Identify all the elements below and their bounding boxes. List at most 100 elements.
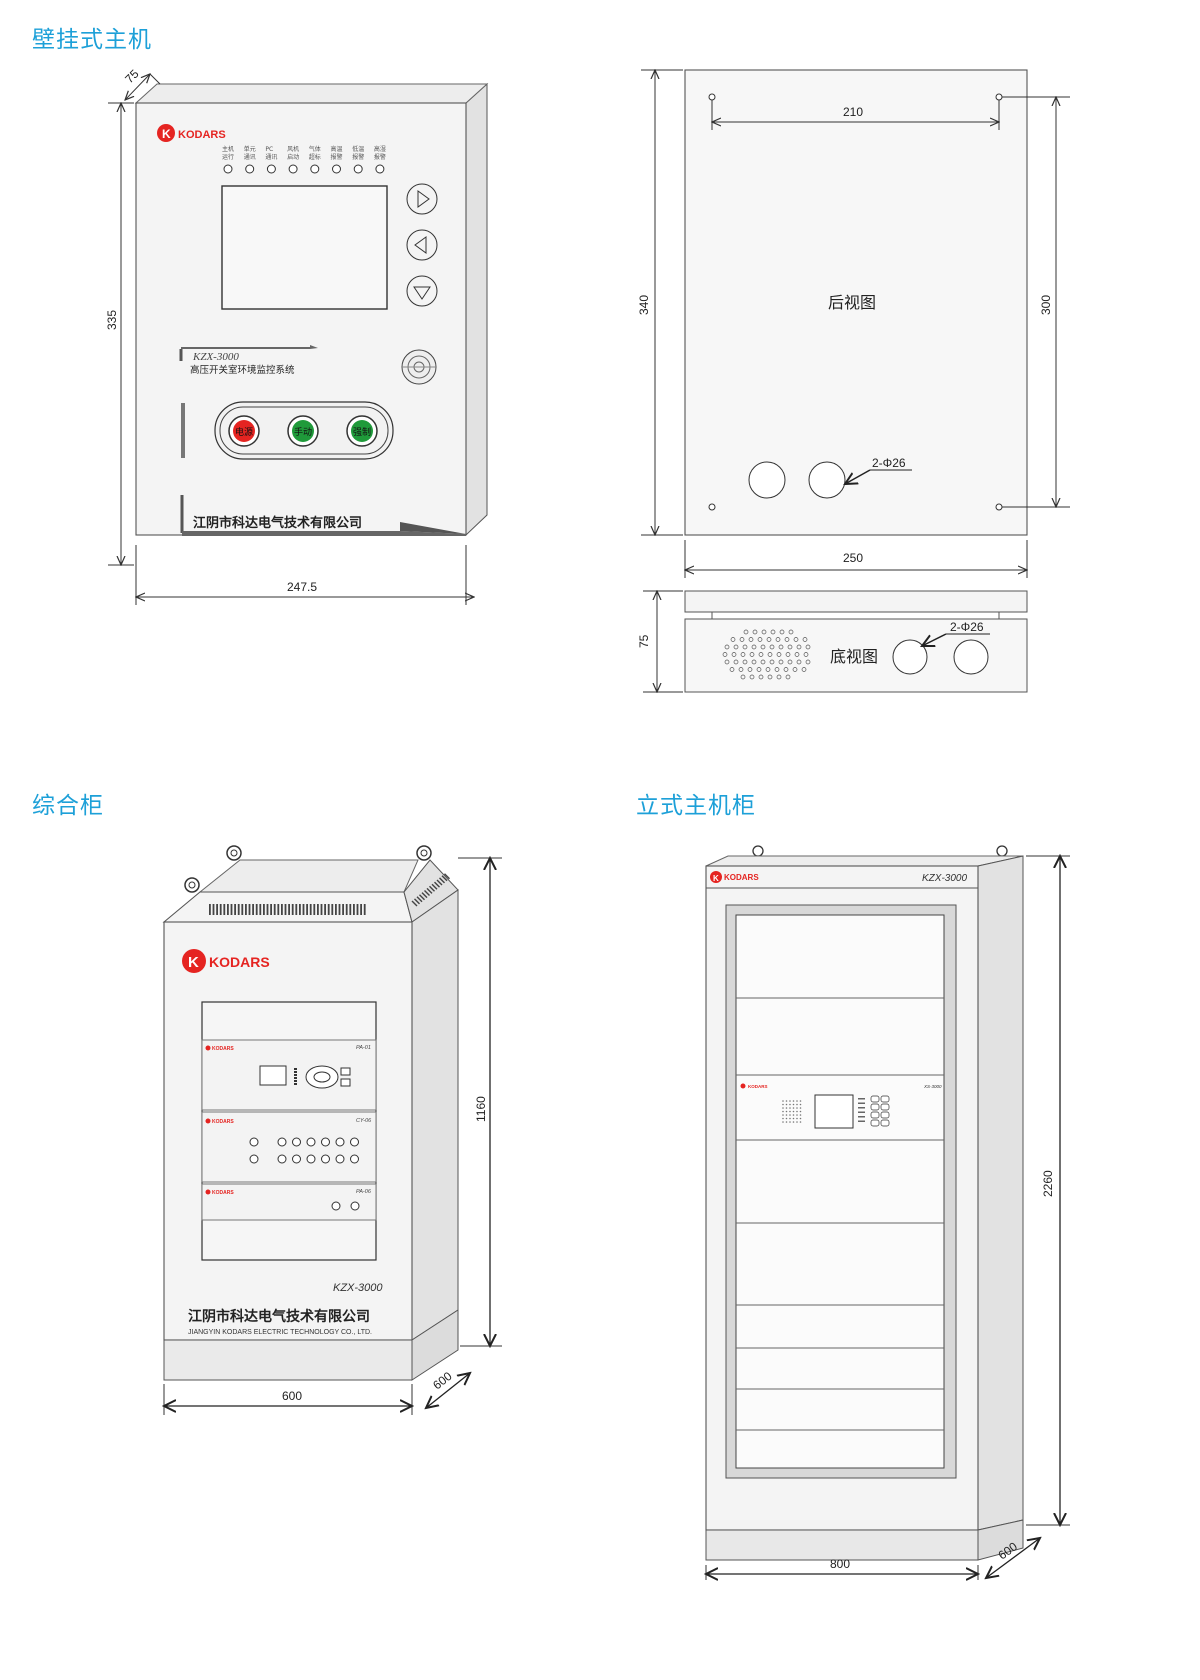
svg-text:K: K <box>162 127 171 141</box>
play-right-icon <box>417 190 430 208</box>
brand-name: KODARS <box>212 1119 234 1125</box>
indicator-led <box>292 1154 301 1164</box>
bottom-holes-label: 2-Φ26 <box>950 620 984 634</box>
led-label: 主机 <box>222 145 234 153</box>
indicator-led <box>321 1137 330 1147</box>
led-label: 报警 <box>352 153 364 161</box>
dim-rear-height: 340 <box>637 295 651 315</box>
module-label: PA-06 <box>356 1189 372 1195</box>
dim-rear-hole-height: 300 <box>1039 295 1053 315</box>
indicator-led <box>306 1137 316 1147</box>
kodars-logo-icon <box>710 871 722 883</box>
module-label: PA-01 <box>356 1045 371 1051</box>
keypad-key[interactable] <box>870 1111 880 1119</box>
indicator-led <box>335 1137 345 1147</box>
kodars-logo-icon <box>182 949 206 973</box>
control-buttons: 电源 手动 强制 <box>228 415 378 447</box>
control-button[interactable] <box>233 420 255 442</box>
cable-hole <box>892 639 928 675</box>
status-led <box>310 164 320 174</box>
control-button[interactable] <box>292 420 314 442</box>
dim-wall-depth: 75 <box>122 67 142 87</box>
left-arrow-button[interactable] <box>406 229 438 261</box>
status-led <box>375 164 385 174</box>
keypad-key[interactable] <box>870 1103 880 1111</box>
module-pa06 <box>201 1183 377 1221</box>
dim-bottom-depth: 75 <box>637 634 651 648</box>
indicator-led <box>277 1154 287 1164</box>
dim-standing-height: 2260 <box>1041 1170 1055 1197</box>
keypad-key[interactable] <box>880 1095 890 1103</box>
control-button-label: 电源 <box>235 426 253 438</box>
model-label: KZX-3000 <box>333 1282 383 1294</box>
bottom-view-label: 底视图 <box>830 647 878 666</box>
roof-vent-slots <box>209 904 366 915</box>
model-label: KZX-3000 <box>922 873 967 884</box>
keypad-key[interactable] <box>880 1103 890 1111</box>
wall-unit: K KODARS 主机运行单元通讯PC通讯风机启动气体超标高温报警低温报警高湿报… <box>105 67 489 605</box>
speaker-grille <box>782 1100 802 1123</box>
status-led <box>223 164 233 174</box>
side-vent-slots <box>411 873 450 907</box>
led-label: 风机 <box>287 145 299 153</box>
module-leds <box>249 1068 360 1211</box>
rack-area <box>735 914 945 1469</box>
down-arrow-button[interactable] <box>406 275 438 307</box>
dim-combo-height: 1160 <box>474 1096 488 1122</box>
status-led <box>266 164 276 174</box>
indicator-led <box>306 1154 316 1164</box>
svg-text:K: K <box>188 954 199 971</box>
status-led <box>332 164 341 174</box>
dim-wall-height: 335 <box>105 310 119 330</box>
brand-name: KODARS <box>178 129 226 141</box>
indicator-led <box>249 1154 259 1164</box>
control-button[interactable] <box>351 420 373 442</box>
brand-name: KODARS <box>212 1190 234 1196</box>
control-button-label: 强制 <box>353 426 371 438</box>
indicator-led <box>292 1137 301 1147</box>
led-label: 超标 <box>309 153 321 161</box>
company-name-en: JIANGYIN KODARS ELECTRIC TECHNOLOGY CO.,… <box>188 1329 372 1336</box>
status-led <box>353 164 363 174</box>
module-display <box>259 1065 287 1086</box>
keypad-key[interactable] <box>880 1111 890 1119</box>
wall-unit-logo: K KODARS <box>157 124 226 142</box>
brand-name: KODARS <box>212 1046 234 1052</box>
keypad-key[interactable] <box>870 1095 880 1103</box>
svg-text:K: K <box>713 874 719 883</box>
system-name: 高压开关室环境监控系统 <box>190 364 295 376</box>
rack-dividers <box>736 997 944 1431</box>
led-label: 低温 <box>352 145 364 153</box>
led-label: 单元 <box>244 145 256 153</box>
brand-name: KODARS <box>748 1084 768 1089</box>
led-label: 运行 <box>222 153 234 161</box>
module-keypad <box>305 1065 351 1089</box>
control-button-label: 手动 <box>294 426 312 438</box>
module-label: XS-3000 <box>923 1084 942 1089</box>
vent-grille <box>722 629 811 680</box>
led-label: 通讯 <box>265 153 277 161</box>
keypad-key[interactable] <box>870 1119 880 1127</box>
buzzer <box>401 349 437 385</box>
dim-standing-width: 800 <box>830 1557 850 1571</box>
indicator-led <box>350 1154 359 1164</box>
dim-combo-width: 600 <box>282 1389 302 1403</box>
led-label: 报警 <box>331 153 343 161</box>
dim-rear-hole-span: 210 <box>843 105 863 119</box>
wall-unit-front <box>135 102 467 536</box>
cable-hole <box>748 461 786 499</box>
section-title-wall: 壁挂式主机 <box>32 27 152 53</box>
led-label: 报警 <box>374 153 386 161</box>
keypad-key[interactable] <box>880 1119 890 1127</box>
indicator-led <box>249 1137 259 1147</box>
module-label: CY-06 <box>356 1118 372 1124</box>
indicator-led <box>277 1137 287 1147</box>
company-name-cn: 江阴市科达电气技术有限公司 <box>188 1308 370 1325</box>
right-arrow-button[interactable] <box>406 183 438 215</box>
bottom-view: 底视图 2-Φ26 75 <box>637 591 1028 692</box>
module-cy06 <box>201 1111 377 1183</box>
brand-name: KODARS <box>209 954 270 970</box>
led-label: 高温 <box>331 145 343 153</box>
